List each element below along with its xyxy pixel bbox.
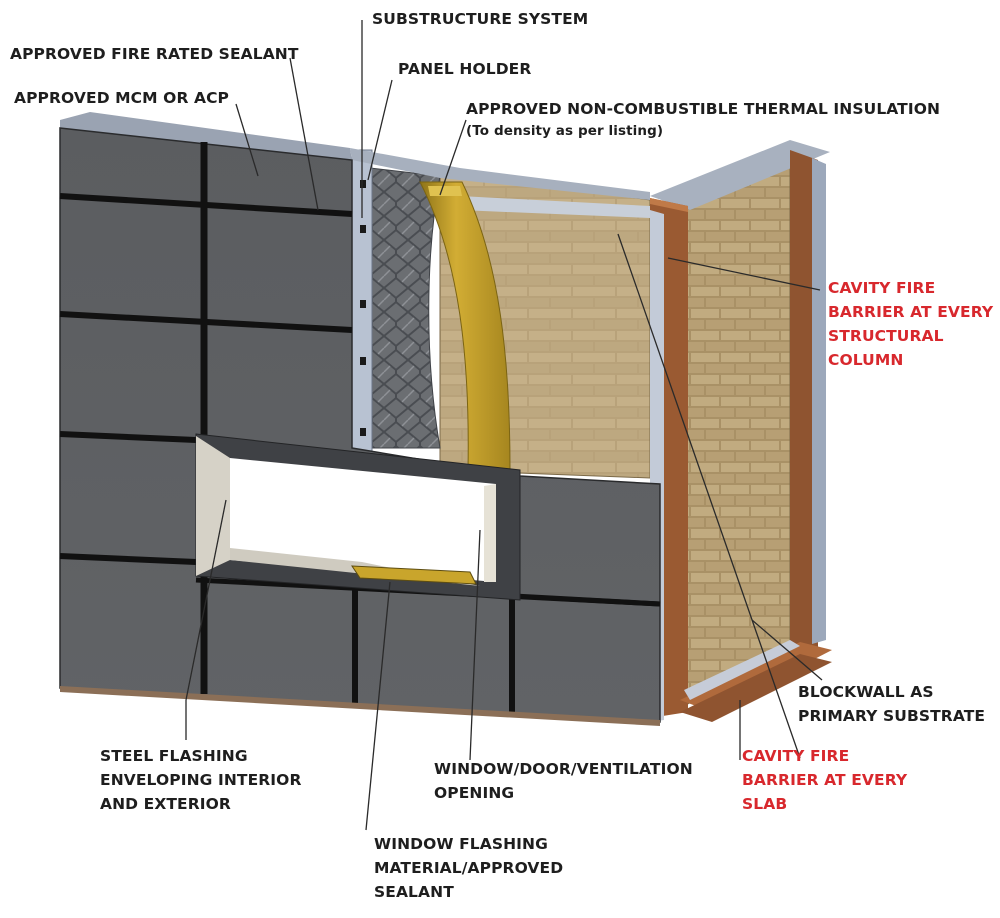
cavity-fire-barrier-slab bbox=[680, 640, 832, 722]
label-line: BLOCKWALL AS bbox=[798, 683, 934, 701]
label-steel-flashing: STEEL FLASHING ENVELOPING INTERIOR AND E… bbox=[100, 744, 301, 816]
substructure-mesh bbox=[369, 167, 441, 449]
label-line: AND EXTERIOR bbox=[100, 795, 231, 813]
leader-lines bbox=[185, 20, 823, 831]
label-insulation-note: (To density as per listing) bbox=[466, 123, 664, 139]
label-substructure-system: SUBSTRUCTURE SYSTEM bbox=[372, 10, 589, 28]
label-opening: WINDOW/DOOR/VENTILATION OPENING bbox=[434, 757, 693, 805]
label-line: MATERIAL/APPROVED bbox=[374, 859, 564, 877]
label-line: SEALANT bbox=[374, 883, 454, 901]
label-line: WINDOW FLASHING bbox=[374, 835, 548, 853]
top-cap bbox=[60, 112, 352, 160]
label-line: BARRIER AT EVERY bbox=[742, 771, 908, 789]
label-mcm-acp: APPROVED MCM OR ACP bbox=[14, 89, 230, 107]
label-line: OPENING bbox=[434, 784, 515, 802]
label-line: CAVITY FIRE bbox=[742, 747, 850, 765]
label-cavity-fire-barrier-slab: CAVITY FIRE BARRIER AT EVERY SLAB bbox=[742, 744, 907, 816]
top-cap-back bbox=[350, 148, 650, 200]
label-line: COLUMN bbox=[828, 351, 904, 369]
label-line: CAVITY FIRE bbox=[828, 279, 936, 297]
window-opening bbox=[195, 433, 521, 601]
label-window-flashing: WINDOW FLASHING MATERIAL/APPROVED SEALAN… bbox=[374, 832, 563, 904]
label-panel-holder: PANEL HOLDER bbox=[398, 60, 532, 78]
label-line: ENVELOPING INTERIOR bbox=[100, 771, 302, 789]
label-cavity-fire-barrier-column: CAVITY FIRE BARRIER AT EVERY STRUCTURAL … bbox=[828, 276, 993, 372]
label-line: PRIMARY SUBSTRATE bbox=[798, 707, 986, 725]
label-line: STRUCTURAL bbox=[828, 327, 944, 345]
thermal-insulation bbox=[419, 181, 511, 471]
label-blockwall: BLOCKWALL AS PRIMARY SUBSTRATE bbox=[798, 680, 985, 728]
label-line: SLAB bbox=[742, 795, 788, 813]
label-line: BARRIER AT EVERY bbox=[828, 303, 994, 321]
label-fire-rated-sealant: APPROVED FIRE RATED SEALANT bbox=[10, 45, 299, 63]
label-insulation: APPROVED NON-COMBUSTIBLE THERMAL INSULAT… bbox=[466, 100, 941, 118]
label-line: WINDOW/DOOR/VENTILATION bbox=[434, 760, 693, 778]
label-line: STEEL FLASHING bbox=[100, 747, 248, 765]
